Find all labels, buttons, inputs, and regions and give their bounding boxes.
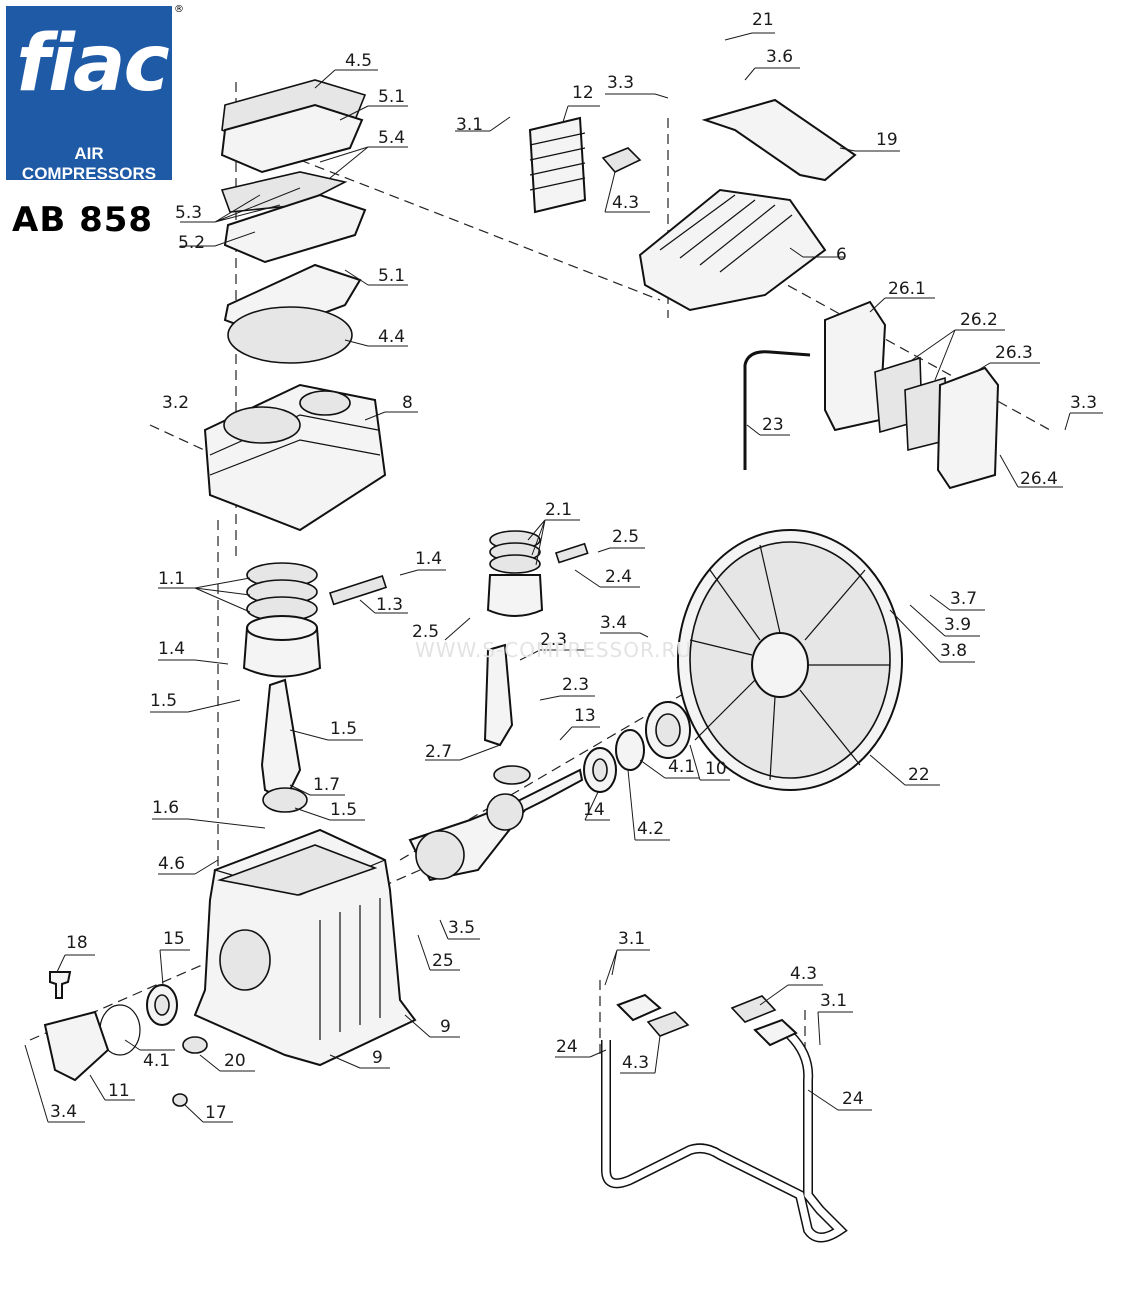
callout-3-3: 3.3 [1070,393,1097,413]
callout-8: 8 [402,393,413,413]
breather-tube [743,350,811,470]
registered-mark: ® [174,4,184,15]
cylinder-block [203,383,387,532]
callout-5-1: 5.1 [378,87,405,107]
callout-12: 12 [572,83,594,103]
callout-3-1: 3.1 [618,929,645,949]
callout-21: 21 [752,10,774,30]
watermark-text: WWW.S-COMPRESSOR.RU [415,638,693,662]
callout-11: 11 [108,1081,130,1101]
fiac-logo: fiac AIR COMPRESSORS [6,6,172,183]
flywheel [677,529,903,791]
crankcase [193,828,417,1067]
callout-4-5: 4.5 [345,51,372,71]
callout-3-9: 3.9 [944,615,971,635]
callout-4-3: 4.3 [790,964,817,984]
callout-13: 13 [574,706,596,726]
callout-26-3: 26.3 [995,343,1033,363]
air-filter [824,300,1000,490]
callout-2-3: 2.3 [540,630,567,650]
callout-4-1: 4.1 [143,1051,170,1071]
callout-4-4: 4.4 [378,327,405,347]
callout-26-4: 26.4 [1020,469,1058,489]
callout-18: 18 [66,933,88,953]
piston-left [242,562,388,678]
crankshaft [408,768,584,882]
callout-4-3: 4.3 [622,1053,649,1073]
callout-19: 19 [876,130,898,150]
callout-3-7: 3.7 [950,589,977,609]
oil-fittings [43,971,208,1107]
callout-25: 25 [432,951,454,971]
logo-tagline: AIR COMPRESSORS [21,144,157,183]
callout-23: 23 [762,415,784,435]
callout-3-5: 3.5 [448,918,475,938]
callout-10: 10 [705,759,727,779]
logo-wordmark: fiac [16,19,170,109]
callout-14: 14 [583,800,605,820]
callout-15: 15 [163,929,185,949]
callout-5-4: 5.4 [378,128,405,148]
callout-26-1: 26.1 [888,279,926,299]
callout-2-5: 2.5 [412,622,439,642]
callout-1-4: 1.4 [415,549,442,569]
valve-plate-stack [220,79,367,364]
callout-2-1: 2.1 [545,500,572,520]
callout-3-8: 3.8 [940,641,967,661]
cylinder-head [638,188,827,312]
callout-1-5: 1.5 [150,691,177,711]
callout-22: 22 [908,765,930,785]
callout-24: 24 [556,1037,578,1057]
piston-right [486,530,589,617]
callout-1-4: 1.4 [158,639,185,659]
callout-2-3: 2.3 [562,675,589,695]
delivery-pipe [601,993,848,1243]
callout-2-5: 2.5 [612,527,639,547]
callout-2-4: 2.4 [605,567,632,587]
callout-3-4: 3.4 [600,613,627,633]
callout-3-6: 3.6 [766,47,793,67]
model-title: AB 858 [12,200,154,240]
callout-4-1: 4.1 [668,757,695,777]
callout-1-7: 1.7 [313,775,340,795]
callout-2-7: 2.7 [425,742,452,762]
callout-5-3: 5.3 [175,203,202,223]
callout-24: 24 [842,1089,864,1109]
callout-17: 17 [205,1103,227,1123]
callout-6: 6 [836,245,847,265]
callout-labels: 4.5 5.1 5.4 5.3 5.2 5.1 4.4 3.2 8 21 3.6… [50,10,1097,1123]
callout-4-6: 4.6 [158,854,185,874]
callout-4-3: 4.3 [612,193,639,213]
callout-4-2: 4.2 [637,819,664,839]
callout-1-5: 1.5 [330,800,357,820]
callout-3-1: 3.1 [456,115,483,135]
callout-9: 9 [372,1048,383,1068]
callout-1-1: 1.1 [158,569,185,589]
callout-5-1: 5.1 [378,266,405,286]
intercooler-fins [528,116,587,214]
leader-lines [24,32,1103,1123]
callout-1-5: 1.5 [330,719,357,739]
callout-3-1: 3.1 [820,991,847,1011]
callout-5-2: 5.2 [178,233,205,253]
callout-3-2: 3.2 [162,393,189,413]
head-cover [701,98,857,182]
callout-3-3: 3.3 [607,73,634,93]
callout-20: 20 [224,1051,246,1071]
callout-1-6: 1.6 [152,798,179,818]
callout-26-2: 26.2 [960,310,998,330]
callout-9: 9 [440,1017,451,1037]
callout-1-3: 1.3 [376,595,403,615]
connecting-rods [260,643,531,813]
callout-3-4: 3.4 [50,1102,77,1122]
